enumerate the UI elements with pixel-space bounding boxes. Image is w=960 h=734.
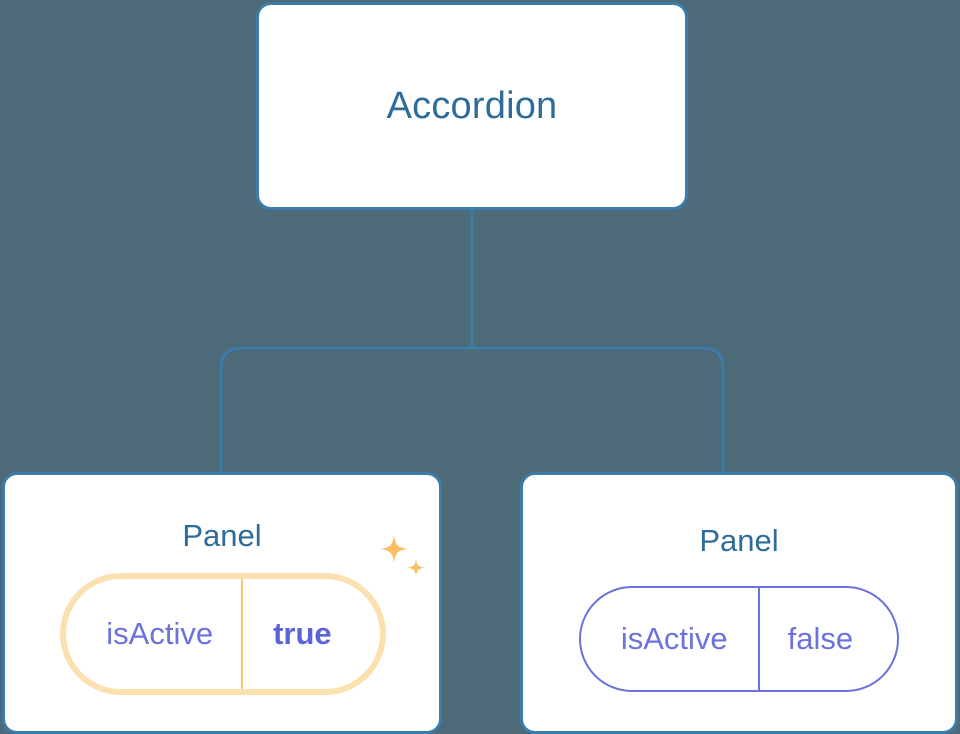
- node-panel-inactive[interactable]: Panel isActive false: [520, 472, 958, 734]
- prop-pill-isactive-true[interactable]: isActive true: [66, 579, 380, 689]
- node-accordion[interactable]: Accordion: [256, 2, 688, 210]
- node-panel-active-title: Panel: [182, 518, 262, 553]
- sparkles-icon: [379, 535, 425, 577]
- connector-branch-bar: [219, 346, 725, 473]
- node-accordion-title: Accordion: [386, 85, 558, 127]
- node-panel-active[interactable]: Panel isActive true: [2, 472, 442, 734]
- node-panel-inactive-title: Panel: [699, 523, 779, 558]
- prop-pill-key: isActive: [581, 588, 760, 690]
- prop-pill-isactive-true-wrapper: isActive true: [66, 535, 425, 689]
- prop-pill-key: isActive: [66, 579, 244, 689]
- prop-pill-isactive-false-wrapper: isActive false: [578, 586, 900, 692]
- prop-pill-value: true: [273, 616, 332, 651]
- prop-pill-isactive-false[interactable]: isActive false: [578, 586, 900, 692]
- prop-pill-value: false: [787, 621, 854, 656]
